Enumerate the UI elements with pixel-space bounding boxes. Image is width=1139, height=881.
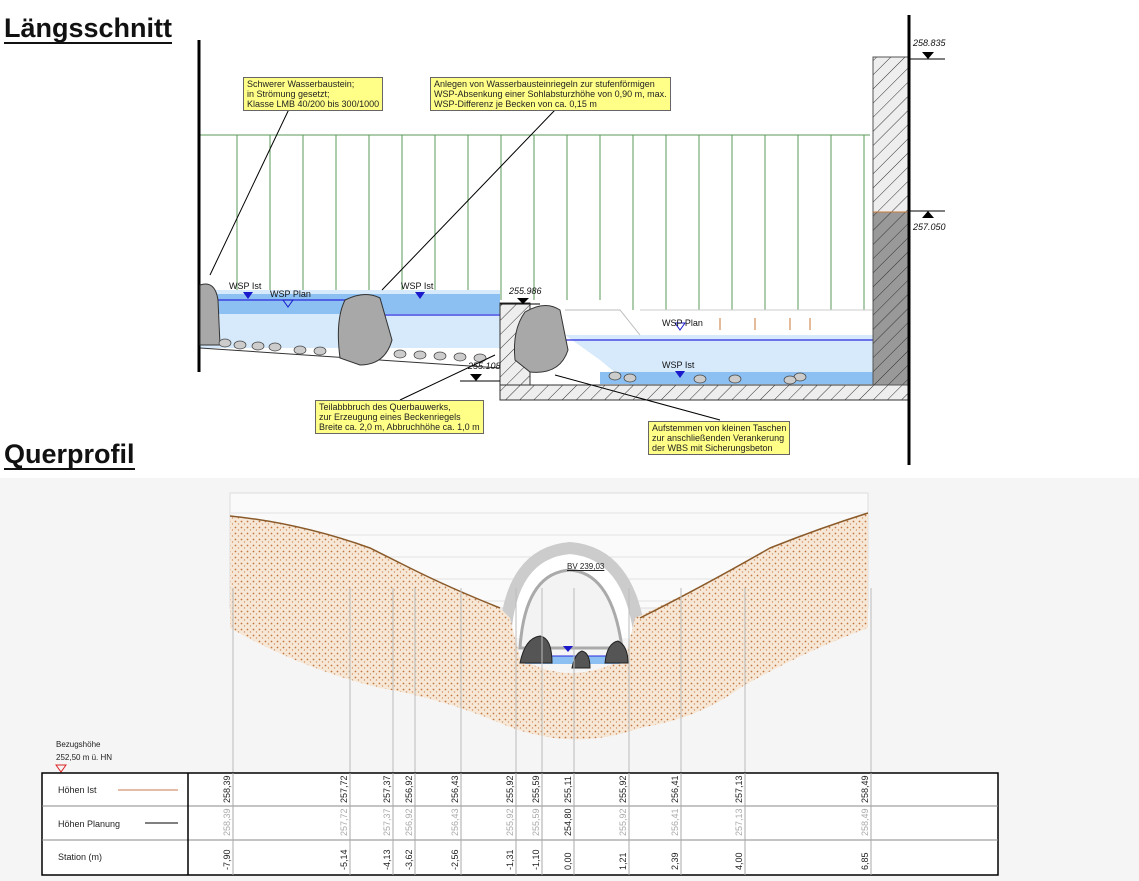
note-line: Teilabbbruch des Querbauwerks, (319, 402, 451, 412)
table-cell-station: -3,62 (404, 849, 414, 870)
elevation-mid-right: 257.050 (913, 222, 946, 232)
note-line: Klasse LMB 40/200 bis 300/1000 (247, 99, 380, 109)
table-cell-plan: 256,43 (450, 808, 460, 836)
wsp-ist-label: WSP Ist (401, 281, 434, 291)
table-cell-ist: 256,43 (450, 775, 460, 803)
elevation-top-right: 258.835 (913, 38, 946, 48)
table-cell-plan: 258,39 (222, 808, 232, 836)
table-cell-ist: 255,59 (531, 775, 541, 803)
elevation-weir-bottom: 255.108 (468, 361, 501, 371)
table-cell-station: 2,39 (670, 852, 680, 870)
channel-water (525, 656, 620, 664)
table-cell-station: -1,10 (531, 849, 541, 870)
wsp-plan-label: WSP Plan (662, 318, 703, 328)
note-line: der WBS mit Sicherungsbeton (652, 443, 773, 453)
note-boulder-class: Schwerer Wasserbaustein; in Strömung ges… (243, 77, 384, 111)
table-cell-station: -4,13 (382, 849, 392, 870)
table-cell-plan: 257,72 (339, 808, 349, 836)
table-cell-plan: 258,49 (860, 808, 870, 836)
table-cell-station: 1,21 (618, 852, 628, 870)
table-cell-station: 0,00 (563, 852, 573, 870)
cross-section (41, 492, 999, 876)
note-line: Breite ca. 2,0 m, Abbruchhöhe ca. 1,0 m (319, 422, 480, 432)
note-line: WSP-Absenkung einer Sohlabsturzhöhe von … (434, 89, 667, 99)
reference-label: Bezugshöhe (56, 740, 101, 749)
table-cell-ist: 258,49 (860, 775, 870, 803)
cross-section-panel: Bezugshöhe 252,50 m ü. HN BV 239,03 Höhe… (0, 478, 1139, 881)
table-cell-ist: 257,13 (734, 775, 744, 803)
terrain-grid (200, 134, 870, 310)
table-cell-station: -1,31 (505, 849, 515, 870)
table-cell-ist: 256,41 (670, 775, 680, 803)
table-cell-station: -5,14 (339, 849, 349, 870)
bridge-label: BV 239,03 (567, 562, 605, 571)
table-cell-ist: 255,92 (505, 775, 515, 803)
table-cell-ist: 255,11 (563, 776, 573, 803)
note-stone-sills: Anlegen von Wasserbausteinriegeln zur st… (430, 77, 671, 111)
longitudinal-section (197, 15, 945, 465)
wsp-plan-label: WSP Plan (270, 289, 311, 299)
table-cell-ist: 258,39 (222, 775, 232, 803)
note-line: Aufstemmen von kleinen Taschen (652, 423, 787, 433)
data-table (41, 772, 999, 876)
note-line: zur Erzeugung eines Beckenriegels (319, 412, 461, 422)
note-line: zur anschließenden Verankerung (652, 433, 785, 443)
table-cell-station: -7,90 (222, 849, 232, 870)
table-cell-ist: 257,72 (339, 775, 349, 803)
wsp-markers (243, 292, 686, 378)
table-cell-station: 4,00 (734, 852, 744, 870)
table-cell-plan: 255,92 (618, 808, 628, 836)
row-label-station: Station (m) (58, 852, 103, 862)
elevation-weir-top: 255.986 (509, 286, 542, 296)
table-cell-plan: 256,92 (404, 808, 414, 836)
note-line: Schwerer Wasserbaustein; (247, 79, 355, 89)
wsp-ist-label: WSP Ist (662, 360, 695, 370)
row-label-plan: Höhen Planung (58, 819, 121, 829)
table-cell-station: 6,85 (860, 852, 870, 870)
note-partial-demolition: Teilabbbruch des Querbauwerks, zur Erzeu… (315, 400, 484, 434)
table-cell-plan: 256,41 (670, 808, 680, 836)
wsp-ist-label: WSP Ist (229, 281, 262, 291)
note-anchoring-pockets: Aufstemmen von kleinen Taschen zur ansch… (648, 421, 791, 455)
note-line: WSP-Differenz je Becken von ca. 0,15 m (434, 99, 597, 109)
boulders (199, 283, 569, 373)
table-cell-plan: 257,37 (382, 808, 392, 836)
table-cell-plan: 255,92 (505, 808, 515, 836)
title-querprofil: Querprofil (4, 439, 135, 470)
row-label-ist: Höhen Ist (58, 785, 97, 795)
soil-embankment (230, 513, 868, 740)
table-cell-plan: 254,80 (563, 808, 573, 836)
table-cell-plan: 257,13 (734, 808, 744, 836)
table-cell-ist: 255,92 (618, 775, 628, 803)
reference-value: 252,50 m ü. HN (56, 753, 113, 762)
title-laengsschnitt: Längsschnitt (4, 13, 173, 44)
note-line: in Strömung gesetzt; (247, 89, 330, 99)
note-line: Anlegen von Wasserbausteinriegeln zur st… (434, 79, 655, 89)
table-cell-ist: 256,92 (404, 775, 414, 803)
table-cell-plan: 255,59 (531, 808, 541, 836)
table-cell-station: -2,56 (450, 849, 460, 870)
table-cell-ist: 257,37 (382, 775, 392, 803)
